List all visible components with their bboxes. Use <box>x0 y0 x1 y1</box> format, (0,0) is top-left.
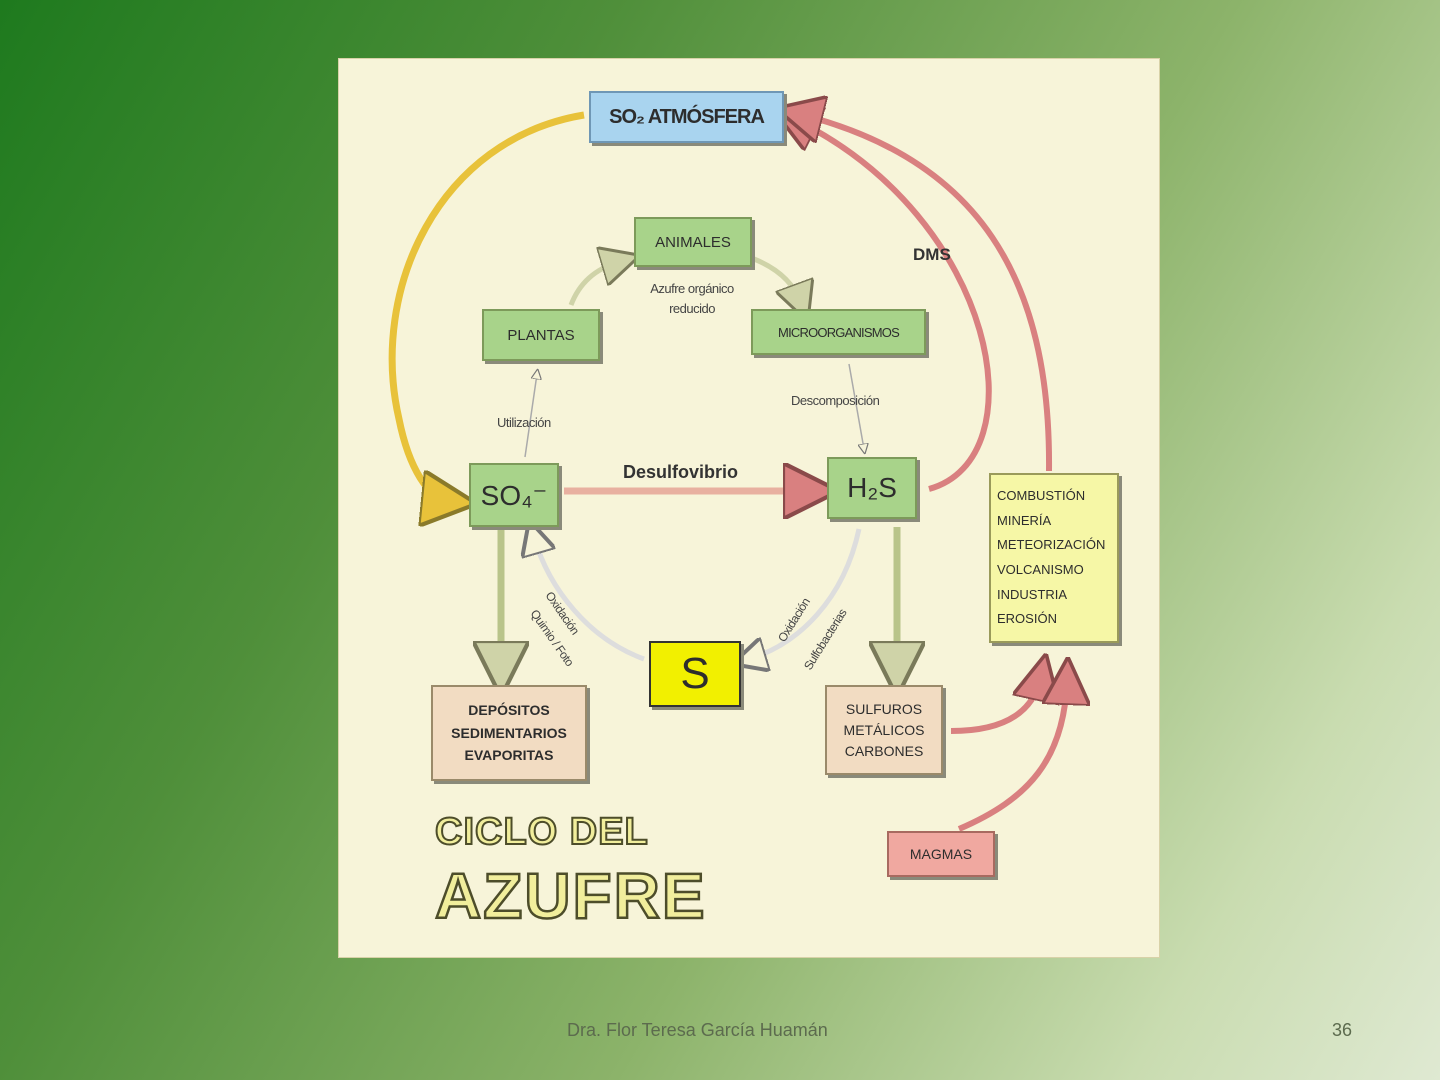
arrow-s-to-so4 <box>534 537 645 662</box>
node-depositos: DEPÓSITOS SEDIMENTARIOS EVAPORITAS <box>431 685 587 781</box>
node-combustion: COMBUSTIÓN MINERÍA METEORIZACIÓN VOLCANI… <box>989 473 1119 643</box>
node-sulfuros: SULFUROS METÁLICOS CARBONES <box>825 685 943 775</box>
label-utilizacion: Utilización <box>497 415 551 430</box>
label-descomposicion: Descomposición <box>791 393 880 408</box>
arrow-so2-to-so4 <box>388 111 585 501</box>
arrow-combustion-to-so2 <box>799 114 1053 472</box>
footer-author: Dra. Flor Teresa García Huamán <box>567 1020 828 1040</box>
footer-page-number: 36 <box>1332 1020 1353 1040</box>
node-so2-atmosfera: SO₂ ATMÓSFERA <box>589 91 784 143</box>
diagram-title-line2: AZUFRE <box>434 859 707 934</box>
arrow-h2s-to-s <box>749 528 862 659</box>
arrow-plantas-to-animales <box>568 261 621 306</box>
label-azufre-organico: Azufre orgánico reducido <box>650 281 734 316</box>
diagram-arrows <box>388 59 1159 832</box>
sulfur-cycle-diagram: SO₂ ATMÓSFERA ANIMALES PLANTAS MICROORGA… <box>338 58 1160 958</box>
arrow-micro-to-h2s <box>848 363 864 449</box>
node-s: S <box>649 641 741 707</box>
arrow-animales-to-micro <box>753 256 801 303</box>
node-microorganismos: MICROORGANISMOS <box>751 309 926 355</box>
node-so4: SO₄⁻ <box>469 463 559 527</box>
node-plantas: PLANTAS <box>482 309 600 361</box>
node-animales: ANIMALES <box>634 217 752 267</box>
node-h2s: H₂S <box>827 457 917 519</box>
label-dms: DMS <box>913 245 951 264</box>
node-magmas: MAGMAS <box>887 831 995 877</box>
arrow-so4-to-plantas <box>524 374 537 458</box>
arrow-magmas-to-combustion <box>957 681 1067 832</box>
arrow-h2s-to-so2 <box>794 119 992 492</box>
arrow-sulfuros-to-combustion <box>950 677 1041 734</box>
label-desulfovibrio: Desulfovibrio <box>623 462 739 482</box>
diagram-title-line1: CICLO DEL <box>434 810 649 854</box>
